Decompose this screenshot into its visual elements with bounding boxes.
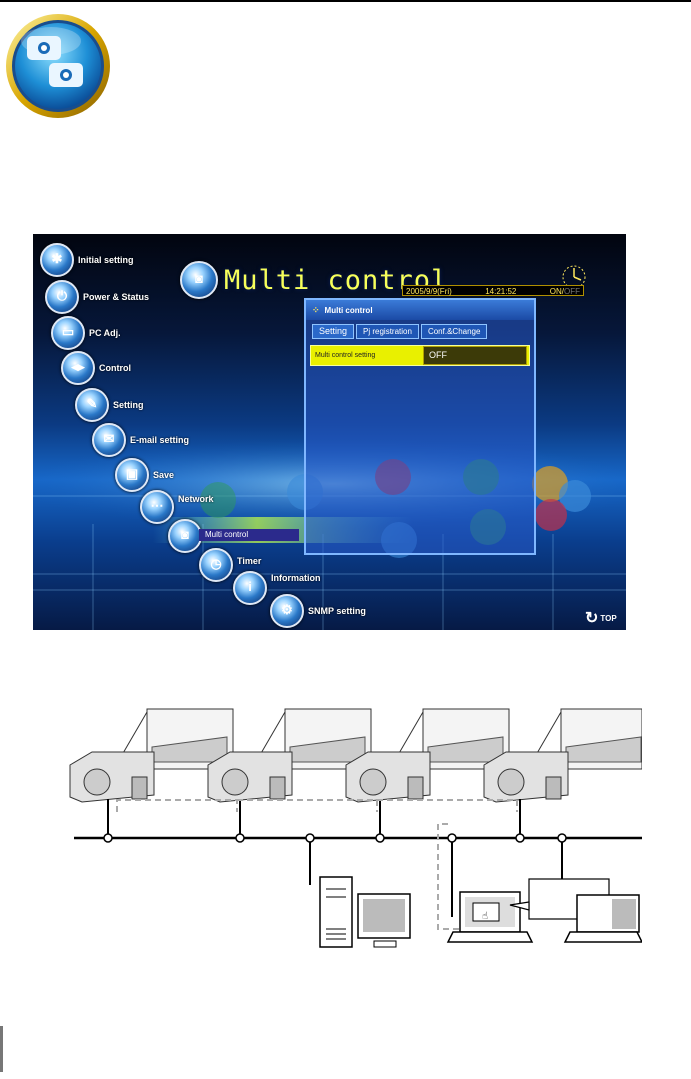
snmp-icon: ⚙ (270, 594, 304, 628)
top-label: TOP (600, 613, 617, 623)
control-path (116, 799, 518, 812)
menu-label: E-mail setting (130, 435, 190, 445)
menu-snmp-setting[interactable]: ⚙ SNMP setting (270, 594, 366, 628)
menu-label: Power & Status (83, 292, 150, 302)
screen-image (535, 708, 642, 770)
power-state: ON/OFF (549, 286, 580, 296)
network-icon: ⋯ (140, 490, 174, 524)
envelope-icon: ✉ (92, 423, 126, 457)
tab-setting[interactable]: Setting (312, 324, 355, 339)
menu-label: Information (271, 573, 321, 583)
menu-label: SNMP setting (308, 606, 366, 616)
menu-save[interactable]: ▣ Save (115, 458, 174, 492)
laptop-computer-icon: ☝ (446, 891, 534, 943)
menu-label: Network (178, 494, 214, 504)
projector-icon: ◙ (180, 261, 218, 299)
setting-select[interactable]: OFF (423, 346, 527, 365)
menu-initial-setting[interactable]: ✱ Initial setting (40, 243, 134, 277)
laptop-computer-icon (563, 894, 642, 943)
return-arrow-icon: ↻ (585, 610, 599, 627)
tab-pj-registration[interactable]: Pj registration (356, 324, 419, 339)
web-control-screen: ✱ Initial setting ⏻ Power & Status ▭ PC … (33, 234, 626, 630)
projector-icon: ◙ (168, 519, 202, 553)
wrench-icon: ✎ (75, 388, 109, 422)
projected-screens (121, 708, 642, 770)
page-edge-marker (0, 1026, 3, 1072)
projector-icon (483, 751, 569, 803)
projector-icon (69, 751, 155, 803)
menu-pc-adj[interactable]: ▭ PC Adj. (51, 316, 121, 350)
menu-label: Timer (237, 556, 262, 566)
date-text: 2005/9/9(Fri) (406, 287, 452, 296)
monitor-icon: ▭ (51, 316, 85, 350)
menu-setting[interactable]: ✎ Setting (75, 388, 144, 422)
info-icon: i (233, 571, 267, 605)
time-text: 14:21:52 (485, 287, 517, 296)
disk-icon: ▣ (115, 458, 149, 492)
panel-header: ⁘ Multi control (306, 300, 534, 320)
off-label: OFF (563, 287, 580, 296)
projector-icon (345, 751, 431, 803)
menu-label: Save (153, 470, 175, 480)
menu-timer[interactable]: ◷ Timer (199, 548, 261, 582)
pointer-hand-icon: ☝ (482, 911, 488, 922)
clock-icon: ◷ (199, 548, 233, 582)
multi-control-setting-row: Multi control setting OFF (310, 345, 530, 366)
network-nodes (103, 833, 567, 843)
projector-icon (207, 751, 293, 803)
setting-label: Multi control setting (315, 352, 376, 359)
menu-network[interactable]: ⋯ Network (140, 490, 214, 524)
menu-label: Initial setting (78, 255, 134, 265)
tab-conf-change[interactable]: Conf.&Change (420, 324, 488, 339)
top-button[interactable]: ↻ TOP (585, 608, 617, 628)
network-diagram: ☝ (69, 708, 642, 948)
gear-icon: ✱ (40, 243, 74, 277)
menu-label: Setting (113, 400, 144, 410)
projectors (69, 751, 569, 803)
panel-tabs: Setting Pj registration Conf.&Change (306, 324, 534, 339)
menu-control[interactable]: ◂▸ Control (61, 351, 131, 385)
power-icon: ⏻ (45, 280, 79, 314)
menu-multi-control-selected[interactable]: Multi control (199, 529, 299, 541)
menu-multi-control[interactable]: ◙ (168, 519, 202, 553)
top-rule (0, 0, 691, 2)
menu-power-status[interactable]: ⏻ Power & Status (45, 280, 149, 314)
menu-label: Control (99, 363, 131, 373)
arrows-icon: ◂▸ (61, 351, 95, 385)
datetime-bar: 2005/9/9(Fri) 14:21:52 ON/OFF (402, 285, 584, 296)
menu-email-setting[interactable]: ✉ E-mail setting (92, 423, 189, 457)
menu-information[interactable]: i Information (233, 571, 321, 605)
panel-title: Multi control (324, 305, 373, 315)
grid-icon: ⁘ (312, 304, 320, 315)
on-label: ON/ (549, 287, 564, 296)
multi-control-panel: ⁘ Multi control Setting Pj registration … (304, 298, 536, 555)
desktop-computer-icon (319, 876, 411, 948)
screen-image (121, 708, 234, 770)
control-path (437, 823, 460, 930)
multi-control-logo-icon (6, 14, 110, 118)
menu-label: PC Adj. (89, 328, 121, 338)
